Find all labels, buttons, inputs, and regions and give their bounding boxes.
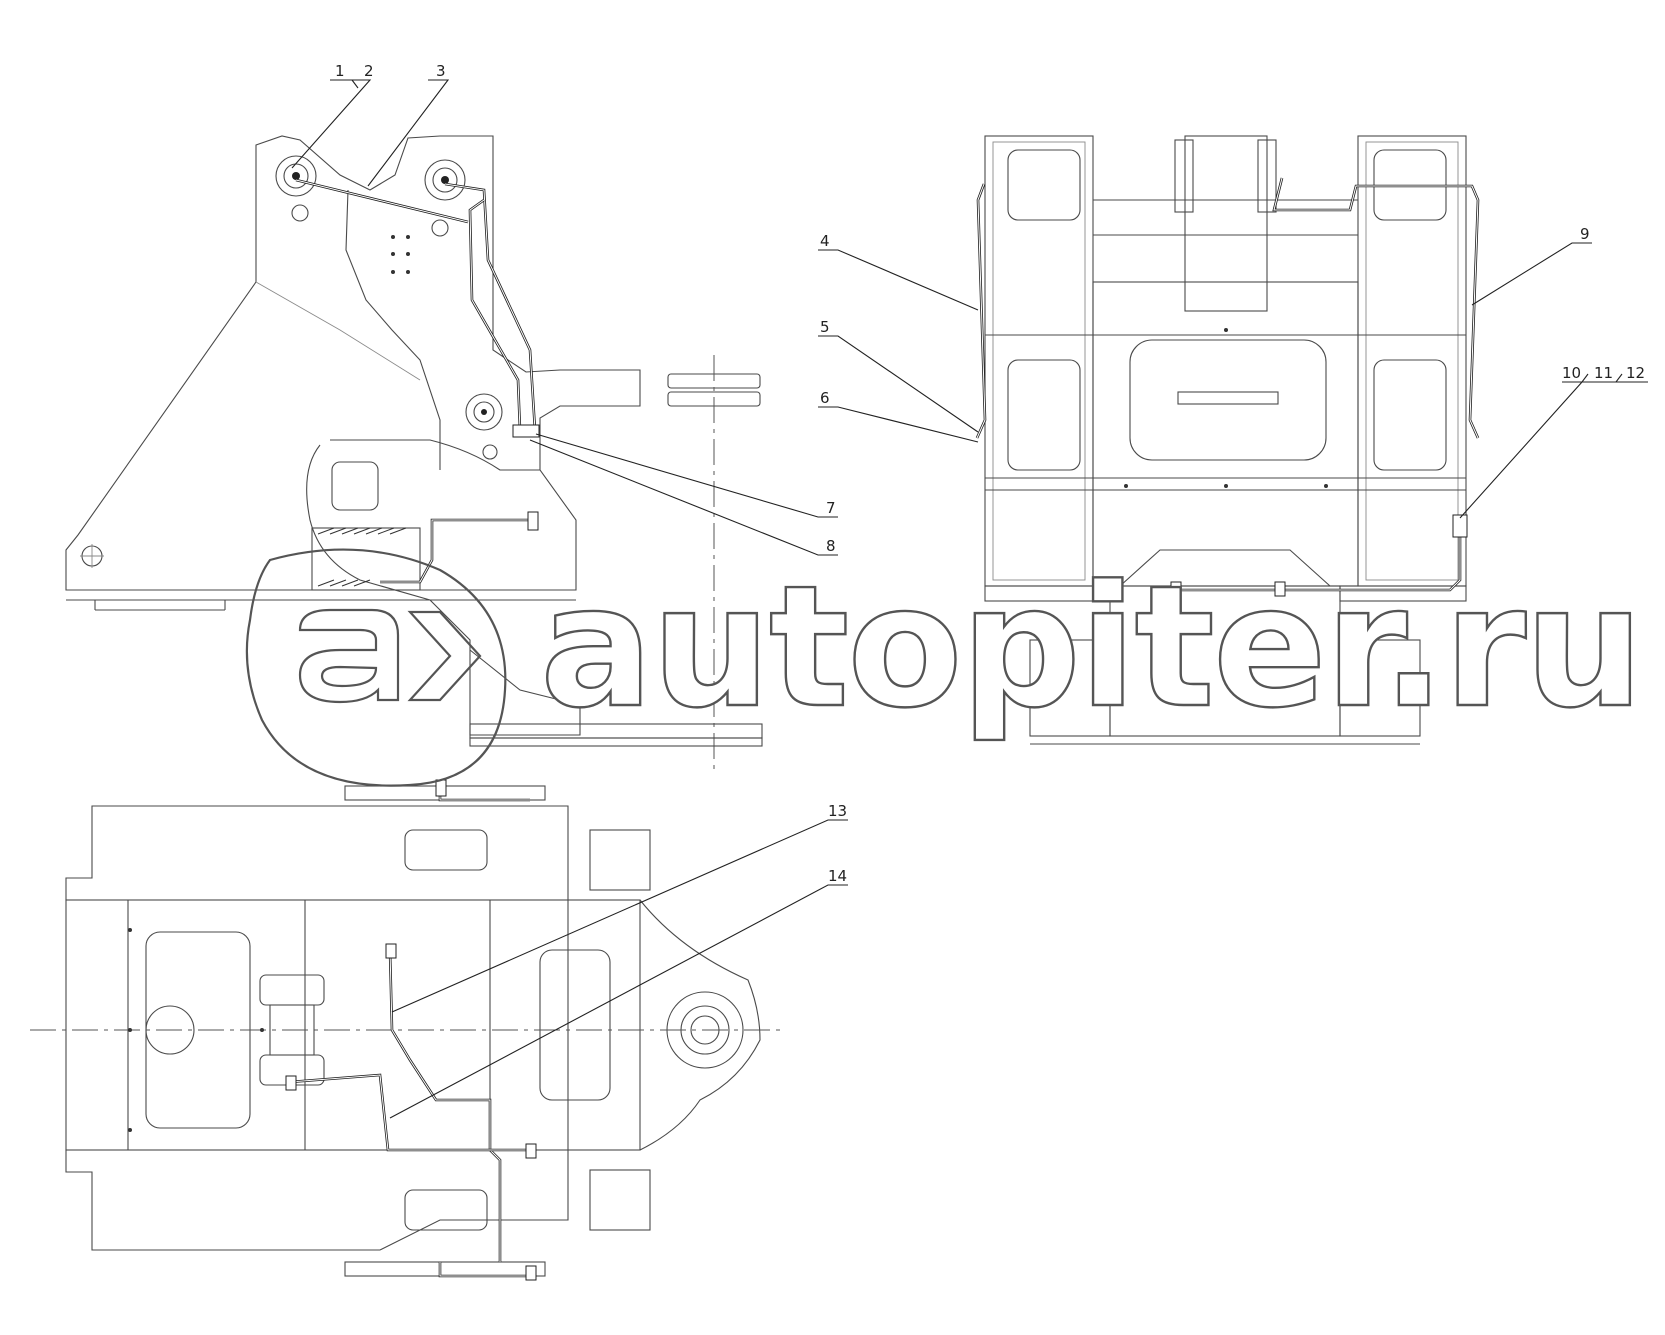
- watermark-text: autopiter.ru: [540, 549, 1642, 745]
- top-view-frame-outline: [65, 805, 761, 1251]
- pin-upper-left: [275, 155, 317, 222]
- callout-5: 5: [820, 318, 830, 336]
- callout-4: 4: [820, 232, 830, 250]
- callout-8: 8: [826, 537, 836, 555]
- side-view-hose-lines: [295, 178, 540, 584]
- front-view-center-body: [1092, 281, 1359, 587]
- side-view-frame-outline: [65, 135, 641, 591]
- side-view-upper-plate: [345, 189, 441, 470]
- top-view-hose-lines: [285, 779, 537, 1281]
- callout-1: 1: [335, 62, 345, 80]
- callout-3: 3: [436, 62, 446, 80]
- callout-14: 14: [828, 867, 847, 885]
- callout-12: 12: [1626, 364, 1645, 382]
- top-view: [30, 779, 786, 1281]
- watermark-logo-badge: [245, 548, 507, 787]
- pin-middle: [465, 393, 503, 460]
- front-view-window: [1129, 339, 1327, 461]
- callout-9: 9: [1580, 225, 1590, 243]
- side-view: [65, 135, 763, 770]
- callout-13: 13: [828, 802, 847, 820]
- callout-leaders: [291, 79, 1648, 1119]
- front-view: [975, 135, 1480, 745]
- watermark-logo-glyph: [298, 608, 482, 704]
- front-view-left-plate: [984, 135, 1094, 587]
- watermark: autopiter.ru: [245, 548, 1645, 787]
- callout-11: 11: [1594, 364, 1613, 382]
- pin-upper-right: [424, 159, 466, 237]
- callout-10: 10: [1562, 364, 1581, 382]
- callout-numbers: 1 2 3 4 5 6 7 8 9 10 11 12 13 14: [335, 62, 1645, 885]
- callout-6: 6: [820, 389, 830, 407]
- callout-7: 7: [826, 499, 836, 517]
- callout-2: 2: [364, 62, 374, 80]
- side-view-lower-link: [306, 444, 581, 736]
- section-hatch: [311, 527, 421, 591]
- front-view-hose-lines: [975, 177, 1480, 597]
